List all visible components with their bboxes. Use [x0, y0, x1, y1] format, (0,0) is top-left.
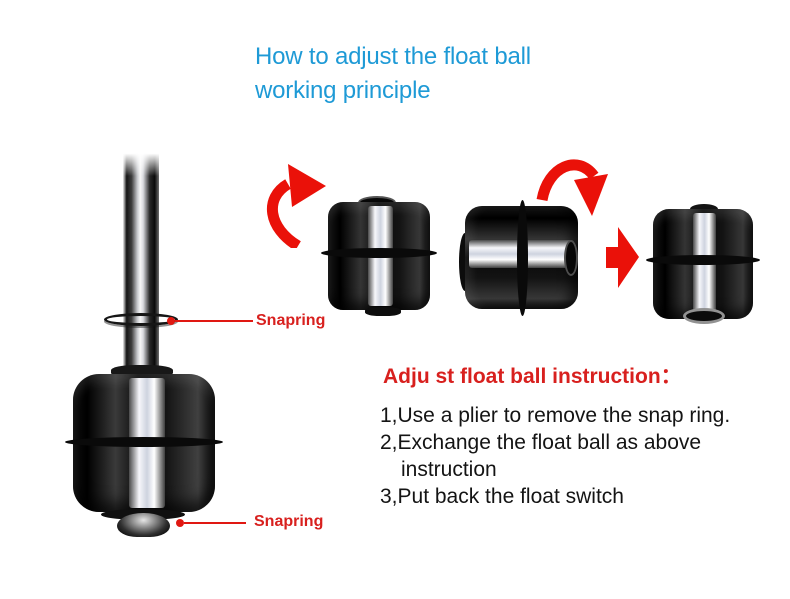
ball3-bottom-ring — [683, 308, 725, 324]
snap-ring-upper — [104, 313, 178, 326]
next-step-arrow-icon — [606, 227, 639, 288]
instruction-step-2: 2,Exchange the float ball as above — [380, 431, 702, 454]
leader-dot — [176, 519, 184, 527]
instruction-step-3: 3,Put back the float switch — [380, 485, 624, 508]
rotate-arrow-icon — [267, 164, 326, 248]
ball3-groove — [646, 255, 760, 265]
page-title-line2: working principle — [255, 77, 431, 104]
ball1-bottom-collar — [365, 307, 401, 316]
ball2-groove — [517, 200, 528, 316]
snapring-bottom-label: Snapring — [254, 513, 324, 530]
page-title: How to adjust the float ball working pri… — [255, 40, 531, 108]
ball2-side-hole — [564, 240, 578, 276]
page-title-line1: How to adjust the float ball — [255, 43, 531, 70]
ball1-groove — [321, 248, 437, 258]
rod-top-fade — [117, 146, 165, 176]
leader-line — [184, 522, 246, 524]
leader-dot — [167, 317, 175, 325]
instruction-step-1: 1,Use a plier to remove the snap ring. — [380, 404, 731, 427]
instruction-heading: Adju st float ball instruction： — [383, 365, 682, 388]
instruction-steps: 1,Use a plier to remove the snap ring. 2… — [380, 402, 730, 510]
float-ball-groove — [65, 437, 223, 447]
bottom-nut — [117, 513, 170, 537]
rotate-arrow-icon — [536, 159, 608, 216]
float-switch-rod — [123, 152, 159, 378]
leader-line — [175, 320, 253, 322]
instruction-step-2-cont: instruction — [401, 458, 497, 481]
snapring-top-label: Snapring — [256, 312, 326, 329]
